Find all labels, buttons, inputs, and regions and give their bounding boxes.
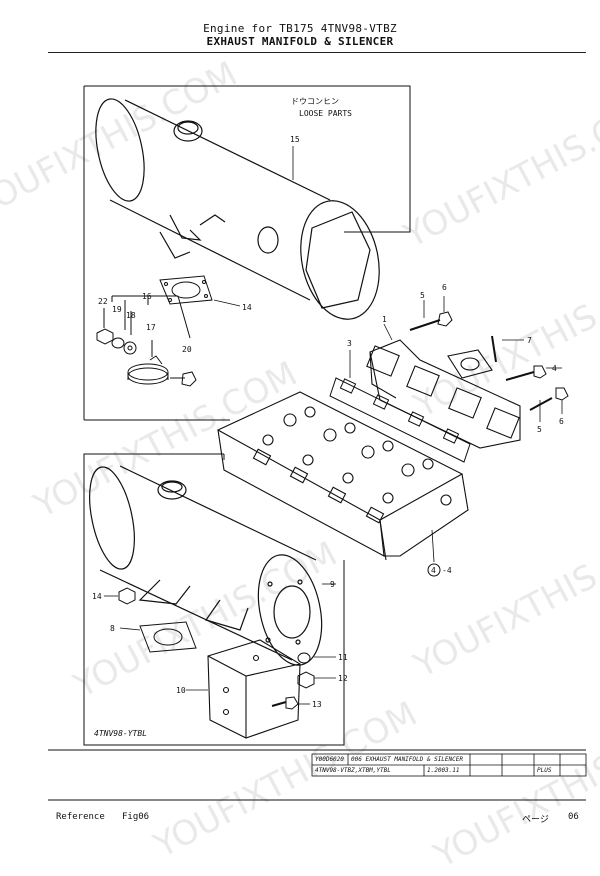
callout-18: 17 [146, 323, 156, 332]
callout-14: 14 [92, 592, 102, 601]
footer-fig: Fig06 [122, 812, 150, 822]
callout-5-top: 5 [420, 291, 425, 300]
loose-parts-frame [84, 85, 411, 233]
gasket-15 [159, 275, 213, 305]
callout-11: 11 [338, 653, 348, 662]
doc-title: 006 EXHAUST MANIFOLD & SILENCER [351, 756, 463, 763]
callout-10: 10 [176, 686, 186, 695]
footer-page-number: 06 [568, 812, 579, 822]
header-rule [48, 52, 586, 53]
loose-parts-en-label: LOOSE PARTS [299, 109, 352, 118]
callout-12: 12 [338, 674, 348, 683]
callout-numbers: 15 14 16 17 18 19 20 22 1 3 4 5 6 7 5 6 … [92, 135, 564, 709]
manifold-gasket-3 [329, 377, 471, 463]
nut-14 [118, 587, 136, 605]
clamp-parts [96, 295, 197, 387]
upper-silencer [95, 98, 380, 320]
lower-silencer [89, 465, 323, 666]
bolts-11-13 [271, 652, 315, 710]
callout-4-4-suffix: -4 [442, 566, 452, 575]
studs-and-bolts [409, 311, 569, 411]
exploded-parts-diagram: ドウコンヒン LOOSE PARTS [48, 85, 587, 801]
doc-number: Y00D6020 [315, 756, 344, 763]
callout-22: 22 [98, 297, 108, 306]
title-block [311, 753, 587, 777]
callout-8: 8 [110, 624, 115, 633]
exhaust-manifold [366, 339, 521, 449]
doc-date: 1.2003.11 [427, 767, 460, 774]
callout-1: 1 [382, 315, 387, 324]
footer-page-label: ページ [522, 815, 549, 825]
header-section-title: EXHAUST MANIFOLD & SILENCER [206, 35, 394, 48]
doc-plus: PLUS [537, 767, 552, 774]
callout-3: 3 [347, 339, 352, 348]
header-engine-model: Engine for TB175 4TNV98-VTBZ [203, 22, 397, 35]
doc-models: 4TNV98-VTBZ,XTBM,YTBL [315, 767, 391, 774]
callout-4-circle: 4 [431, 566, 436, 575]
callout-17: 16 [142, 292, 152, 301]
callout-9: 9 [330, 580, 335, 589]
gasket-8 [139, 621, 197, 653]
bracket-10 [207, 639, 301, 739]
callout-15: 14 [242, 303, 252, 312]
callout-6-right: 6 [559, 417, 564, 426]
callout-20: 19 [112, 305, 122, 314]
ytbl-frame [83, 453, 345, 746]
cylinder-head [216, 391, 469, 561]
callout-5-right: 5 [537, 425, 542, 434]
callout-6-top: 6 [442, 283, 447, 292]
callout-19: 18 [126, 311, 136, 320]
loose-parts-jp-label: ドウコンヒン [291, 97, 339, 106]
leader-lines [104, 146, 563, 705]
footer-reference: Reference [56, 812, 105, 822]
callout-16: 15 [290, 135, 300, 144]
callout-circle-4-4 [427, 563, 441, 577]
callout-13: 13 [312, 700, 322, 709]
variant-label: 4TNV98-YTBL [94, 729, 147, 738]
callout-21: 20 [182, 345, 192, 354]
callout-7: 7 [527, 336, 532, 345]
callout-4-right: 4 [552, 364, 557, 373]
